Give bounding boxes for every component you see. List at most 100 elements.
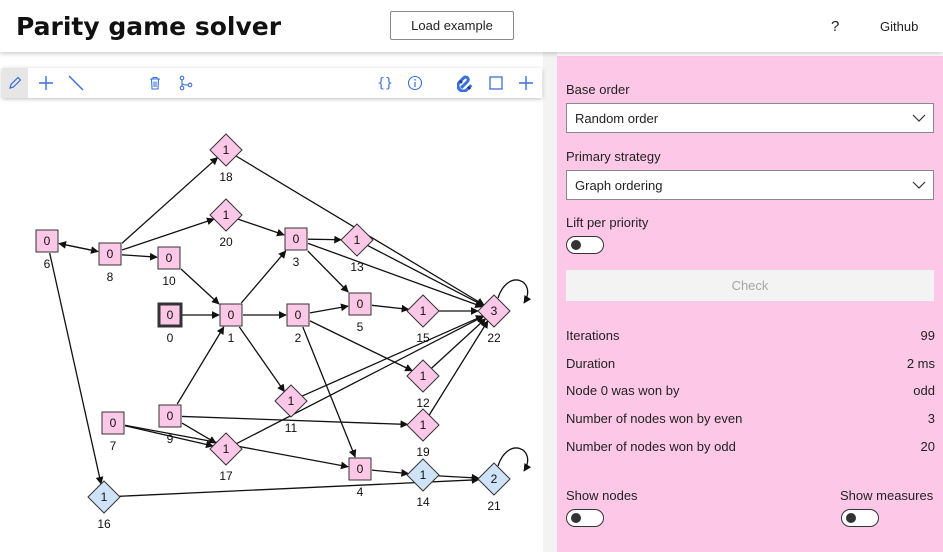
node-box: [348, 292, 372, 316]
node-diamond: [209, 133, 243, 167]
graph-node[interactable]: 119: [406, 408, 440, 459]
graph-edge[interactable]: [309, 303, 349, 314]
help-link[interactable]: ?: [831, 18, 840, 35]
graph-edge[interactable]: [236, 315, 485, 445]
trash-icon[interactable]: [142, 68, 168, 98]
graph-node[interactable]: 01: [219, 303, 243, 345]
graph-node[interactable]: 1 13: [340, 223, 374, 274]
info-icon[interactable]: [402, 68, 428, 98]
graph-edge[interactable]: [124, 425, 214, 449]
graph-node[interactable]: 02: [286, 303, 310, 345]
graph-node[interactable]: 03: [284, 227, 308, 269]
graph-node[interactable]: 04: [348, 457, 372, 499]
graph-edge[interactable]: [428, 320, 489, 416]
magnet-icon[interactable]: [453, 68, 479, 98]
node-id-label: 5: [357, 320, 364, 334]
graph-edge[interactable]: [237, 218, 285, 237]
base-order-select[interactable]: Random order: [566, 103, 934, 133]
graph-edge[interactable]: [497, 279, 532, 304]
graph-edge[interactable]: [497, 447, 532, 472]
node-priority: 0: [357, 462, 364, 476]
stat-value: 3: [927, 411, 935, 426]
graph-node[interactable]: 08: [98, 242, 122, 284]
square-icon[interactable]: [483, 68, 509, 98]
graph-edge[interactable]: [307, 250, 349, 293]
graph-edge[interactable]: [176, 326, 225, 405]
node-priority: 0: [167, 409, 174, 423]
branch-icon[interactable]: [173, 68, 199, 98]
graph-node[interactable]: 1 20: [209, 198, 243, 249]
graph-node[interactable]: 116: [87, 480, 121, 531]
graph-edge[interactable]: [430, 318, 487, 369]
graph-node[interactable]: 06: [35, 229, 59, 271]
graph-node[interactable]: 07: [101, 411, 125, 453]
node-diamond: [406, 408, 440, 442]
graph-edge[interactable]: [181, 422, 217, 444]
node-priority: 1: [354, 233, 361, 247]
graph-node[interactable]: 115: [406, 294, 440, 345]
graph-edge[interactable]: [180, 268, 220, 305]
graph-edge[interactable]: [121, 157, 219, 244]
graph-edge[interactable]: [307, 235, 343, 244]
load-example-button[interactable]: Load example: [390, 11, 514, 40]
graph-edge[interactable]: [371, 469, 410, 477]
show-measures-toggle[interactable]: [841, 509, 879, 527]
braces-icon[interactable]: {}: [377, 75, 393, 91]
graph-edge[interactable]: [58, 242, 99, 254]
graph-edge[interactable]: [438, 473, 480, 482]
node-priority: 0: [166, 251, 173, 265]
graph-edge[interactable]: [371, 304, 410, 313]
primary-strategy-value: Graph ordering: [575, 177, 663, 193]
node-diamond: [209, 198, 243, 232]
node-priority: 1: [101, 490, 108, 504]
graph-node[interactable]: 111: [274, 384, 308, 435]
graph-edge[interactable]: [121, 252, 158, 261]
graph-node[interactable]: 112: [406, 359, 440, 410]
show-nodes-toggle[interactable]: [566, 509, 604, 527]
node-box: [157, 302, 183, 328]
node-box: [101, 411, 125, 435]
graph-node[interactable]: 221: [477, 462, 511, 513]
node-id-label: 22: [487, 331, 501, 345]
node-id-label: 13: [350, 260, 364, 274]
check-button[interactable]: Check: [566, 270, 934, 301]
graph-edge[interactable]: [307, 242, 483, 308]
graph-canvas[interactable]: [0, 52, 543, 552]
show-measures-label: Show measures: [840, 488, 934, 503]
graph-node[interactable]: 00: [157, 302, 183, 345]
node-priority: 1: [420, 418, 427, 432]
node-priority: 2: [491, 472, 498, 486]
graph-node[interactable]: 114: [406, 458, 440, 509]
node-id-label: 12: [416, 396, 430, 410]
graph-edge[interactable]: [302, 326, 357, 458]
pencil-icon[interactable]: [2, 68, 28, 98]
node-priority: 1: [223, 143, 230, 157]
line-icon[interactable]: [63, 68, 89, 98]
node-priority: 0: [110, 416, 117, 430]
graph-edge[interactable]: [240, 250, 287, 304]
graph-node[interactable]: 117: [209, 432, 243, 483]
node-priority: 1: [223, 208, 230, 222]
graph-edge[interactable]: [238, 326, 285, 393]
graph-edge[interactable]: [181, 415, 409, 429]
graph-edge[interactable]: [49, 252, 104, 485]
graph-edge[interactable]: [121, 217, 215, 251]
lift-per-priority-toggle[interactable]: [566, 236, 604, 254]
github-link[interactable]: Github: [880, 19, 919, 34]
graph-node[interactable]: 05: [348, 292, 372, 334]
graph-edge[interactable]: [367, 244, 485, 307]
node-id-label: 20: [219, 235, 233, 249]
graph-node[interactable]: 010: [157, 246, 181, 288]
node-priority: 0: [357, 297, 364, 311]
plus-icon[interactable]: [513, 68, 539, 98]
stat-value: 20: [920, 439, 935, 454]
graph-toolbar: {}: [2, 68, 542, 98]
node-priority: 0: [107, 247, 114, 261]
graph-node[interactable]: 09: [158, 404, 182, 446]
plus-icon[interactable]: [33, 68, 59, 98]
graph-edge[interactable]: [301, 315, 484, 397]
graph-node[interactable]: 322: [477, 294, 511, 345]
graph-node[interactable]: 118: [209, 133, 243, 184]
primary-strategy-select[interactable]: Graph ordering: [566, 170, 934, 200]
